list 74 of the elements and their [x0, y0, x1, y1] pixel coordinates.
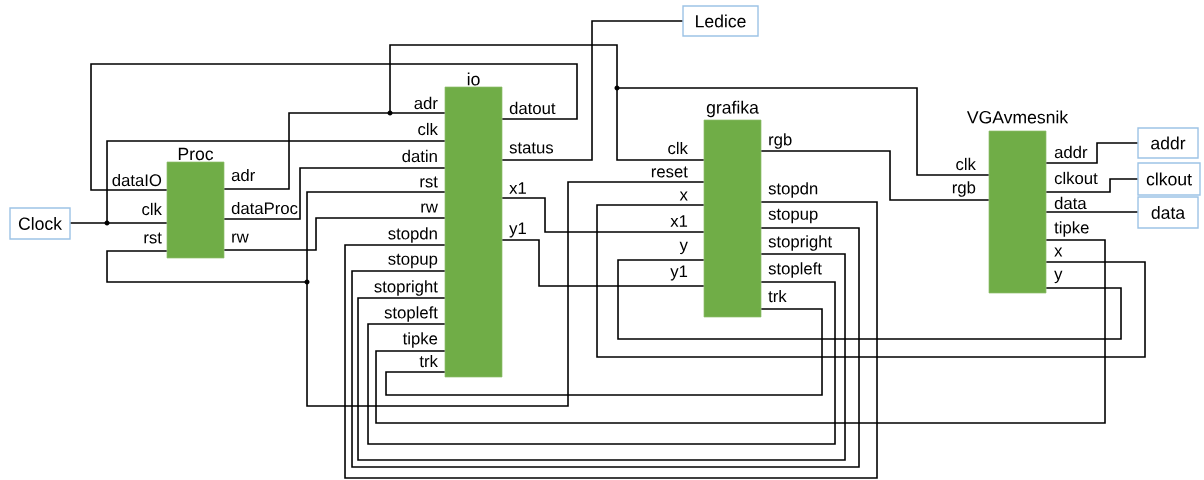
port-label: datin: [402, 149, 437, 163]
wire: [375, 239, 1106, 424]
port-label: rw: [232, 233, 249, 243]
wire: [596, 204, 1146, 358]
port-label: status: [509, 142, 554, 154]
port-label: stopdn: [768, 182, 818, 198]
port-label: trk: [419, 354, 438, 368]
node-label: io: [467, 72, 480, 86]
terminal-box: Clock: [9, 207, 71, 240]
port-label: stopup: [768, 208, 818, 224]
port-label: rw: [421, 203, 438, 213]
wire: [617, 259, 1122, 340]
port-label: datout: [509, 101, 556, 115]
port-label: x: [1054, 247, 1063, 257]
port-label: rgb: [952, 181, 976, 197]
port-label: clk: [668, 141, 688, 155]
wire: [90, 63, 578, 191]
wire: [351, 227, 860, 468]
wire: [1045, 178, 1139, 193]
module-block: io: [444, 72, 503, 378]
module-block: Proc: [166, 147, 225, 259]
terminal-box: addr: [1137, 127, 1199, 159]
port-label: stopright: [768, 235, 832, 251]
port-label: adr: [231, 168, 255, 182]
wire: [223, 167, 446, 220]
port-label: y: [1054, 270, 1063, 284]
port-label: stopright: [374, 280, 438, 296]
wire: [1045, 211, 1139, 213]
node-label: VGAvmesnik: [966, 110, 1069, 124]
port-label: adr: [414, 96, 438, 110]
wire: [223, 44, 990, 190]
port-label: stopdn: [388, 227, 437, 243]
wire: [501, 239, 705, 287]
wire: [344, 201, 878, 479]
wire: [357, 253, 846, 461]
terminal-box: clkout: [1137, 162, 1201, 196]
wire: [501, 20, 684, 161]
node-label: Proc: [178, 147, 214, 161]
node-label: grafika: [706, 100, 759, 118]
port-label: data: [1054, 196, 1087, 210]
port-label: x: [679, 191, 688, 201]
terminal-box: Ledice: [682, 5, 759, 37]
port-label: rst: [144, 232, 162, 244]
wire: [385, 308, 823, 396]
port-label: x1: [670, 215, 688, 227]
port-label: stopleft: [768, 262, 822, 278]
wire: [1045, 142, 1139, 164]
terminal-box: data: [1137, 196, 1199, 229]
port-label: y1: [509, 222, 526, 238]
port-label: x1: [509, 182, 526, 194]
port-label: tipke: [402, 332, 438, 348]
wire: [69, 140, 446, 224]
port-label: dataIO: [112, 173, 162, 187]
port-label: stopleft: [384, 306, 438, 322]
wire: [367, 281, 836, 445]
port-label: rst: [420, 176, 438, 188]
wire: [760, 150, 990, 201]
port-label: tipke: [1054, 221, 1089, 237]
port-label: clk: [142, 202, 162, 216]
port-label: y1: [670, 265, 688, 281]
port-label: clkout: [1054, 171, 1098, 185]
wire: [223, 217, 446, 251]
wire: [501, 197, 705, 233]
port-label: clk: [418, 122, 438, 136]
port-label: dataProc: [231, 201, 298, 215]
wire: [106, 181, 705, 407]
port-label: rgb: [769, 133, 792, 149]
port-label: trk: [768, 289, 787, 303]
port-label: stopup: [388, 253, 438, 269]
port-label: reset: [651, 166, 688, 178]
port-label: addr: [1054, 145, 1088, 159]
port-label: y: [679, 241, 688, 255]
module-block: grafika: [703, 100, 762, 318]
port-label: clk: [956, 157, 976, 171]
